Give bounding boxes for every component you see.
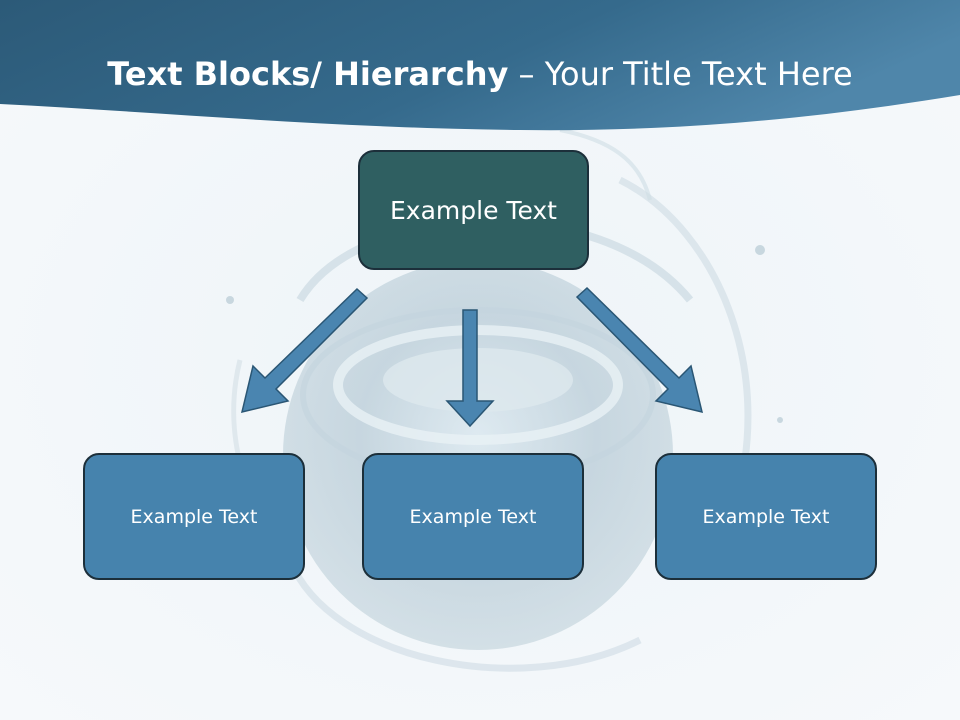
title-rest-part: – Your Title Text Here xyxy=(508,55,853,93)
child-text-block-middle: Example Text xyxy=(362,453,584,580)
child-text-label-right: Example Text xyxy=(702,505,830,528)
root-text-block: Example Text xyxy=(358,150,589,270)
child-text-label-middle: Example Text xyxy=(409,505,537,528)
arrow-down xyxy=(445,309,495,428)
arrow-right xyxy=(575,286,704,414)
arrow-left xyxy=(240,287,369,414)
child-text-block-left: Example Text xyxy=(83,453,305,580)
child-text-block-right: Example Text xyxy=(655,453,877,580)
slide-title: Text Blocks/ Hierarchy – Your Title Text… xyxy=(0,52,960,96)
root-text-label: Example Text xyxy=(390,195,557,225)
header-wave xyxy=(0,0,960,131)
child-text-label-left: Example Text xyxy=(130,505,258,528)
title-bold-part: Text Blocks/ Hierarchy xyxy=(107,55,509,93)
